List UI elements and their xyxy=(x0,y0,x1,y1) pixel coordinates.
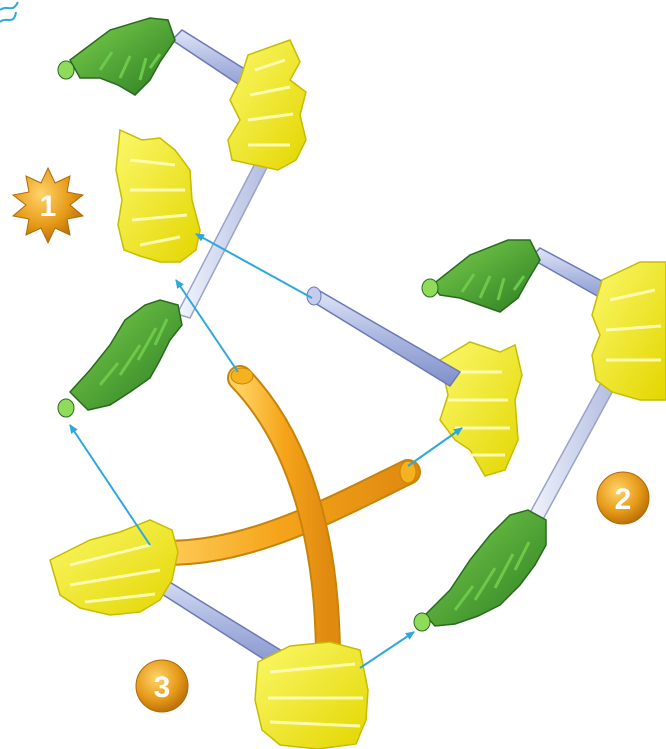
flex-rod xyxy=(231,368,328,660)
arrow xyxy=(360,632,414,668)
arrow xyxy=(176,280,238,372)
step-number: 3 xyxy=(154,671,171,704)
corner-mark xyxy=(0,2,18,22)
blue-rod xyxy=(307,287,460,386)
step-number: 1 xyxy=(40,190,57,223)
yellow-connector xyxy=(116,130,200,262)
green-connector xyxy=(58,300,182,417)
green-connector xyxy=(414,510,546,631)
green-connector xyxy=(422,240,540,312)
yellow-connector xyxy=(228,40,306,170)
step-badge-1: 1 xyxy=(13,168,83,243)
step-number: 2 xyxy=(615,483,632,516)
arrow xyxy=(408,428,462,466)
step-badge-2: 2 xyxy=(597,472,649,524)
arrow xyxy=(70,425,150,545)
yellow-connector xyxy=(440,342,522,476)
yellow-connector xyxy=(255,642,368,749)
green-connector xyxy=(58,18,175,95)
step-badge-3: 3 xyxy=(136,660,188,712)
flex-rod xyxy=(150,461,416,553)
step-3-assembly xyxy=(50,368,416,749)
yellow-connector xyxy=(50,520,178,615)
step-1-assembly xyxy=(58,18,306,417)
yellow-connector xyxy=(592,262,666,400)
